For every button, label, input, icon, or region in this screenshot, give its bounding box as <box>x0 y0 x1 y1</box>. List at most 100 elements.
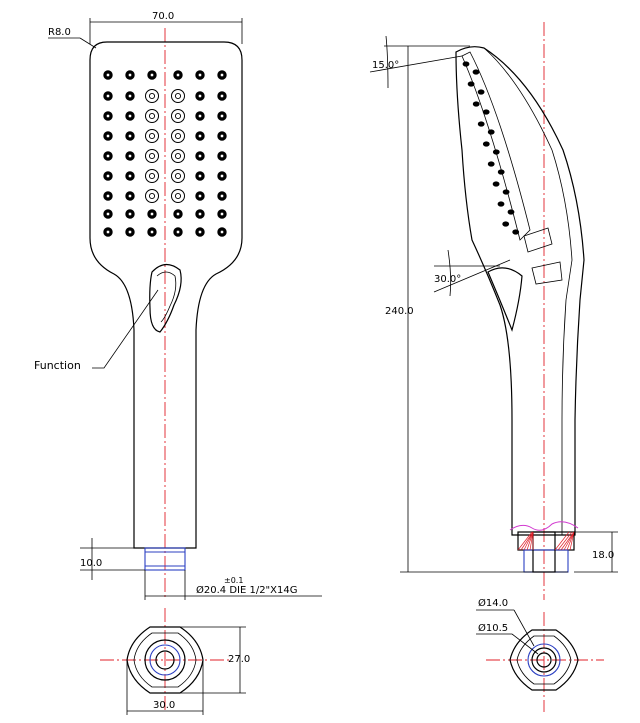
dim-outer-diameter: Ø14.0 <box>478 597 508 609</box>
dim-thread-height: 10.0 <box>80 558 102 569</box>
function-button <box>149 263 182 333</box>
nozzle-hole <box>220 154 224 158</box>
nozzle-hole <box>198 212 202 216</box>
nozzle-hole <box>128 194 132 198</box>
nozzle-hole <box>106 230 110 234</box>
dim-leader-outer <box>513 609 535 647</box>
dim-inner-diameter: Ø10.5 <box>478 622 508 634</box>
nozzle-hole <box>128 94 132 98</box>
nozzle-hole <box>106 114 110 118</box>
nozzle-hole <box>174 92 182 100</box>
dim-tolerance: ±0.1 <box>224 576 243 585</box>
nozzle <box>171 169 185 183</box>
nozzle <box>145 189 159 203</box>
dim-base-width: 30.0 <box>153 700 175 711</box>
side-bottom-bore <box>536 652 552 668</box>
dim-corner-radius: R8.0 <box>48 27 71 38</box>
side-nozzle <box>482 109 490 115</box>
side-nozzle <box>492 149 500 155</box>
nozzle-hole <box>198 134 202 138</box>
nozzle-hole <box>198 94 202 98</box>
nozzle-hole <box>148 112 156 120</box>
side-nozzle <box>482 141 490 147</box>
front-bottom-view: 27.0 30.0 <box>100 608 250 715</box>
dim-leader-radius <box>79 37 97 49</box>
side-neck-band <box>523 227 553 253</box>
side-nozzle <box>477 89 485 95</box>
hatch-line <box>529 531 534 551</box>
dim-head-width: 70.0 <box>152 11 174 22</box>
side-nozzle <box>467 81 475 87</box>
nozzle-hole <box>106 73 110 77</box>
side-nozzle-row <box>462 61 520 235</box>
nozzle <box>171 149 185 163</box>
dim-thread-spec: Ø20.4 DIE 1/2"X14G <box>196 584 297 596</box>
side-nozzle <box>497 201 505 207</box>
front-view <box>89 28 243 600</box>
dim-total-length: 240.0 <box>385 306 414 317</box>
side-nozzle <box>502 189 510 195</box>
dim-mid-angle: 30.0° <box>434 274 461 285</box>
nozzle-hole <box>198 154 202 158</box>
nozzle-hole <box>198 73 202 77</box>
side-back-line <box>483 47 573 535</box>
nozzle <box>145 109 159 123</box>
nozzle <box>145 169 159 183</box>
nozzle-hole <box>174 132 182 140</box>
hatch-line <box>554 531 570 551</box>
nozzle-hole <box>174 112 182 120</box>
nozzle-hole <box>106 194 110 198</box>
nozzle <box>171 129 185 143</box>
bottom-bore <box>155 650 175 670</box>
nozzle-grid <box>103 70 227 237</box>
side-nozzle <box>462 61 470 67</box>
nozzle-hole <box>198 114 202 118</box>
hatch-line <box>557 531 573 551</box>
side-nozzle <box>487 161 495 167</box>
side-nozzle <box>502 221 510 227</box>
nozzle-hole <box>148 152 156 160</box>
nozzle-hole <box>106 94 110 98</box>
nozzle-hole <box>128 174 132 178</box>
side-function-button <box>487 267 523 332</box>
side-nozzle <box>497 169 505 175</box>
nozzle-hole <box>176 73 180 77</box>
side-bottom-ring <box>531 647 557 673</box>
nozzle-hole <box>220 114 224 118</box>
side-face-plate <box>461 51 531 241</box>
nozzle-hole <box>148 192 156 200</box>
front-body-outline <box>89 41 243 549</box>
side-dimensions: 15.0° 30.0° 240.0 18.0 <box>369 35 618 573</box>
nozzle-hole <box>106 174 110 178</box>
nozzle-hole <box>106 212 110 216</box>
function-label: Function <box>34 359 81 372</box>
nozzle-hole <box>220 194 224 198</box>
side-connector-thread <box>523 549 569 573</box>
nozzle-hole <box>150 230 154 234</box>
nozzle-hole <box>148 92 156 100</box>
side-nozzle <box>472 101 480 107</box>
dim-base-height: 27.0 <box>228 654 250 665</box>
nozzle <box>171 189 185 203</box>
nozzle-hole <box>128 73 132 77</box>
bottom-ring <box>144 639 186 681</box>
nozzle-hole <box>198 230 202 234</box>
side-view <box>455 22 585 600</box>
nozzle <box>171 89 185 103</box>
side-neck-band <box>531 261 563 285</box>
side-hatching <box>517 531 575 551</box>
front-dimensions: 70.0 R8.0 10.0 ±0.1 Ø20.4 DIE 1/2"X14G <box>48 11 322 600</box>
side-nozzle <box>472 69 480 75</box>
side-nozzle <box>487 129 495 135</box>
bottom-thread-ring <box>149 644 181 676</box>
nozzle-hole <box>148 172 156 180</box>
side-bottom-thread <box>527 643 561 677</box>
dim-angle-line <box>369 55 463 73</box>
hatch-line <box>569 531 575 551</box>
side-bottom-view: Ø14.0 Ø10.5 <box>476 597 604 712</box>
function-callout: Function <box>34 289 159 372</box>
side-nozzle <box>492 181 500 187</box>
side-body-outline <box>455 46 585 536</box>
nozzle <box>145 149 159 163</box>
nozzle-hole <box>128 212 132 216</box>
